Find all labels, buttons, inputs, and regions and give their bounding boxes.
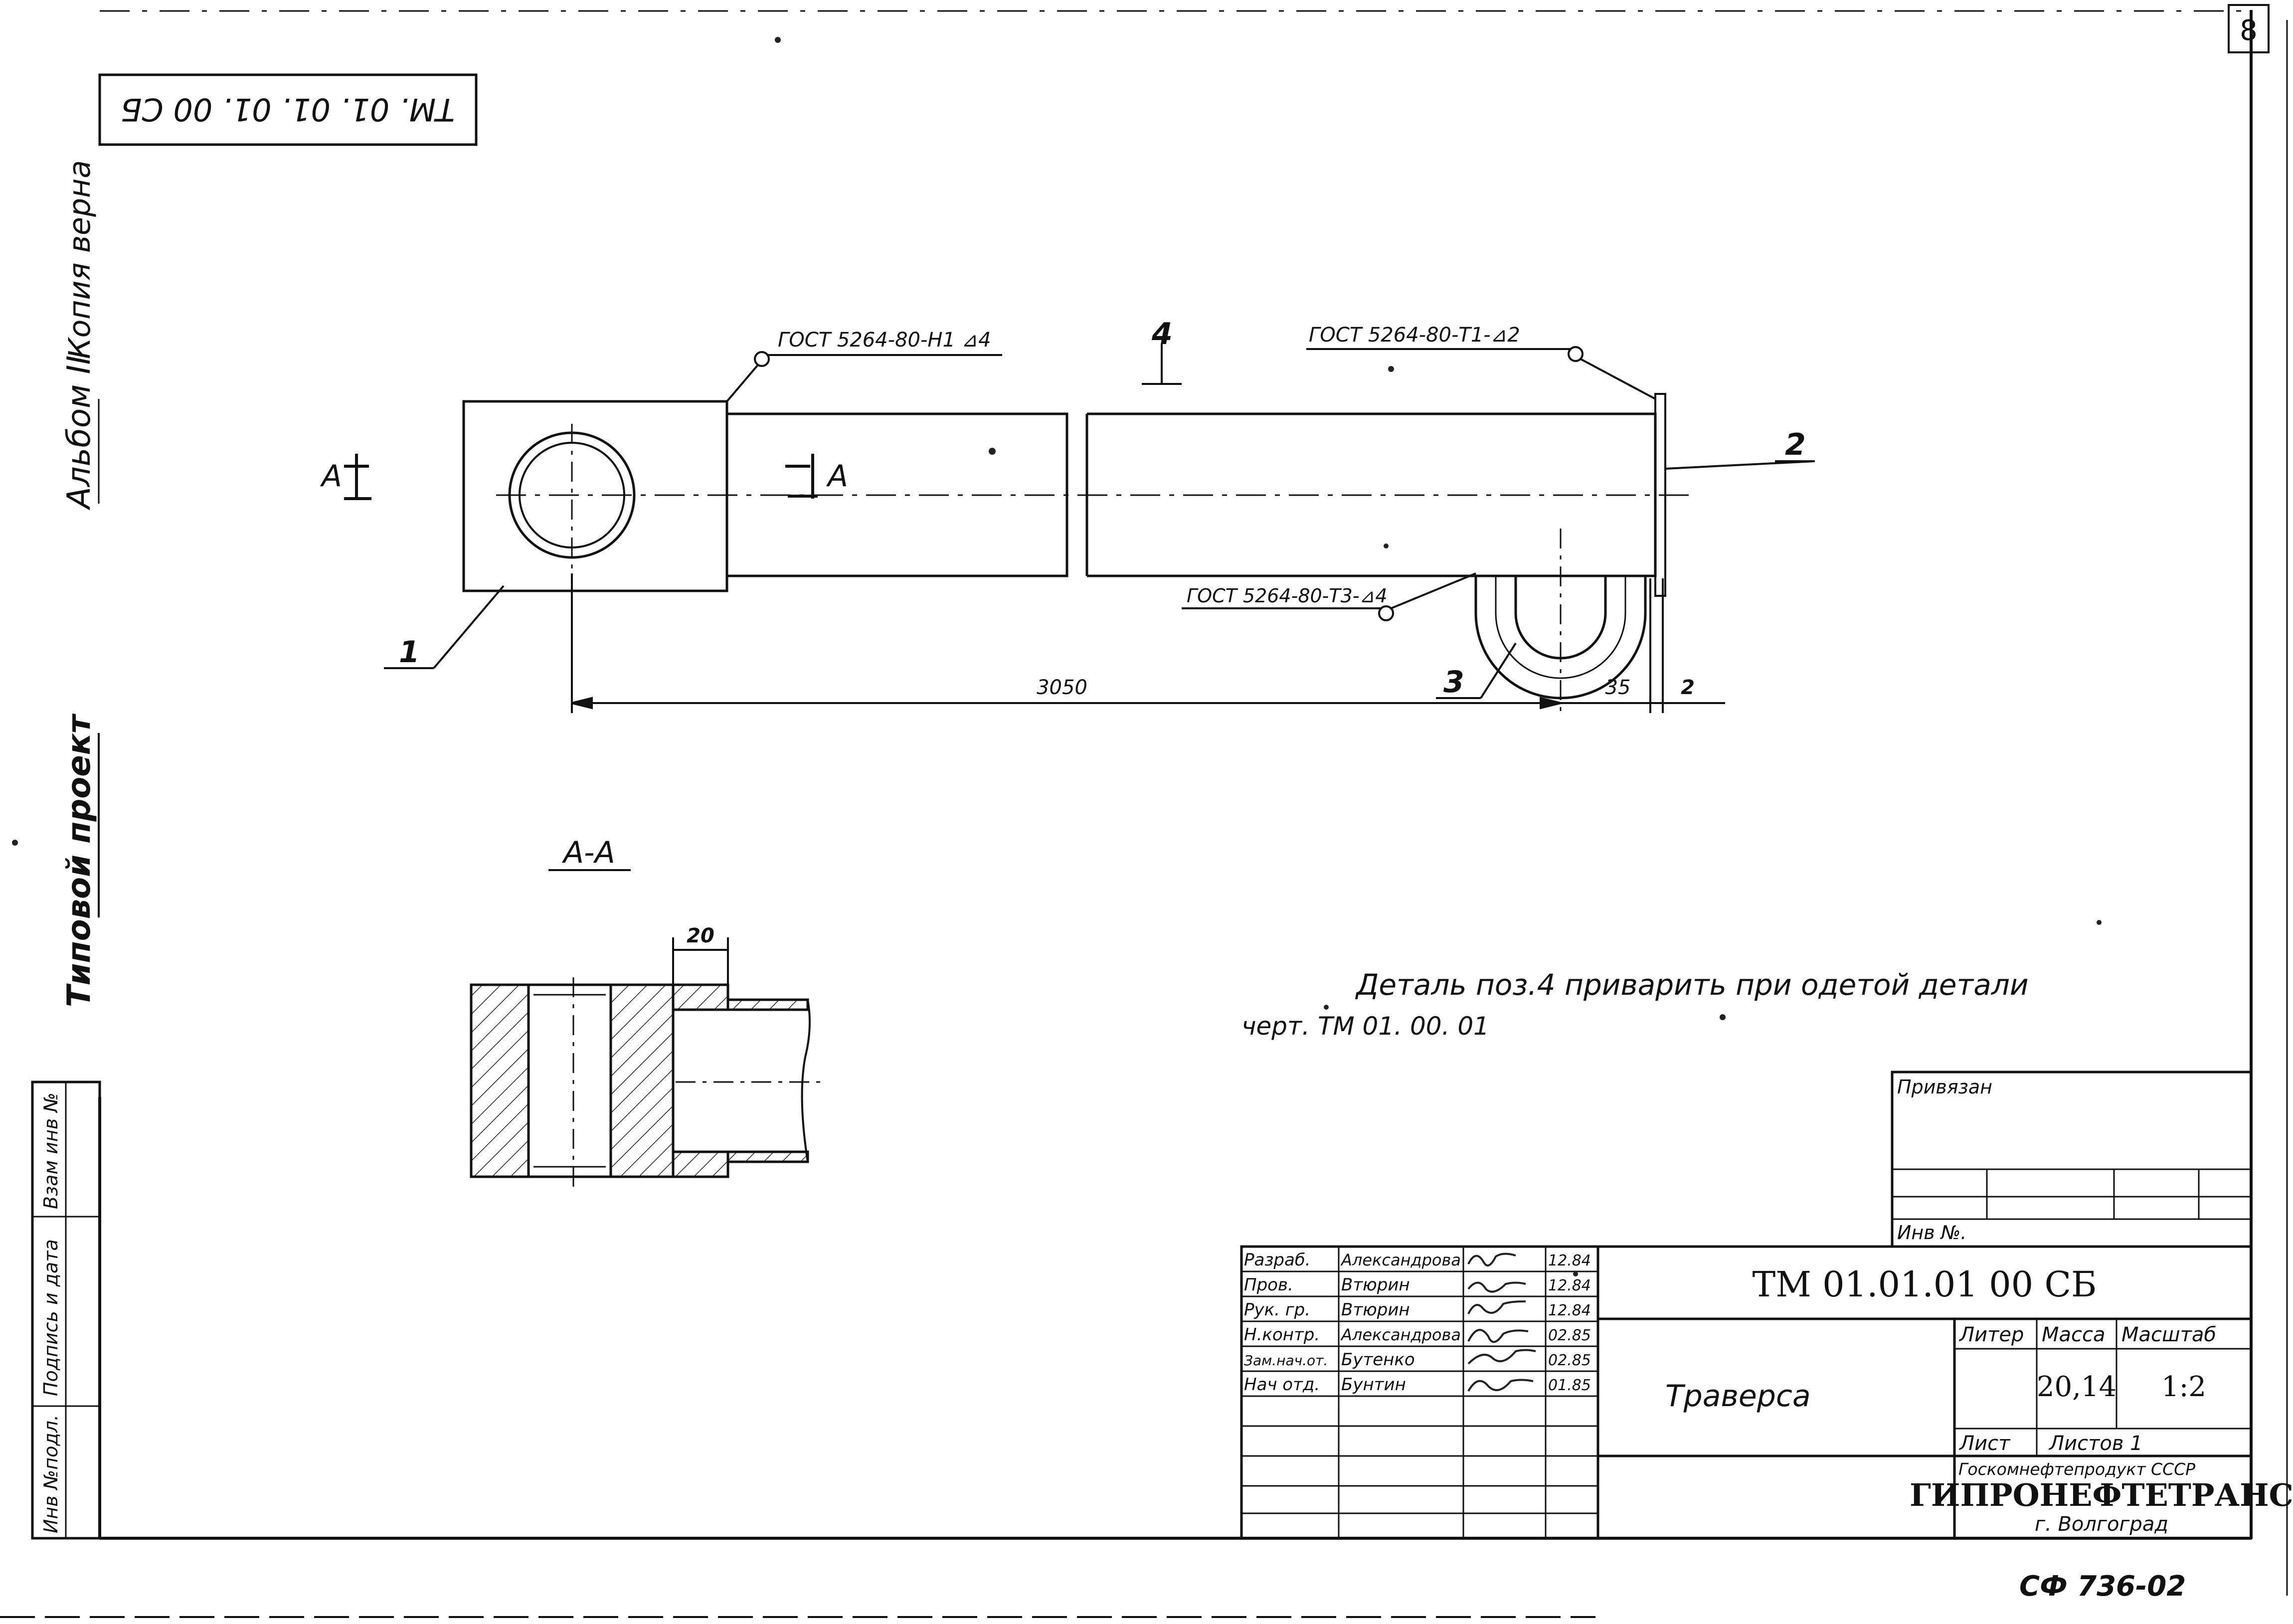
stamp-podpis-data: Подпись и дата — [40, 1239, 62, 1396]
position-4: 4 — [1151, 317, 1173, 352]
row-role: Нач отд. — [1244, 1375, 1320, 1395]
main-view — [462, 393, 1695, 713]
sheet-number-box: 8 — [2228, 4, 2270, 53]
sheet-label: Лист — [1958, 1432, 2011, 1455]
position-2: 2 — [1785, 427, 1806, 462]
doc-code: ТМ 01.01.01 00 СБ — [1753, 1264, 2097, 1305]
row-name: Бутенко — [1341, 1350, 1415, 1370]
mirrored-code-box: ТМ. 01. 01. 01. 00 СБ — [98, 73, 478, 146]
title-block — [1240, 1071, 2253, 1540]
end-plate — [462, 400, 728, 592]
part-name: Траверса — [1665, 1379, 1811, 1414]
row-role: Зам.нач.от. — [1244, 1352, 1328, 1369]
row-date: 02.85 — [1548, 1352, 1591, 1369]
weld-label-2: ГОСТ 5264-80-Т1-⊿2 — [1309, 324, 1520, 347]
sheet-frame — [0, 10, 2288, 1618]
signature-rows: Разраб. Александрова 12.84 Пров. Втюрин … — [1244, 1250, 1591, 1395]
dimension-20: 20 — [687, 924, 714, 947]
side-label-project: Типовой проект — [61, 713, 98, 1007]
position-leaders — [384, 344, 1815, 699]
section-markers — [344, 454, 818, 500]
side-label-album: Альбом II — [61, 356, 98, 511]
sheets-label: Листов 1 — [2048, 1432, 2143, 1455]
note-line-1: Деталь поз.4 приварить при одетой детали — [1355, 968, 2029, 1002]
mass-label: Масса — [2042, 1323, 2106, 1346]
weld-leaders — [726, 346, 1656, 621]
weld-label-1: ГОСТ 5264-80-Н1 ⊿4 — [778, 329, 991, 352]
inv-no-label: Инв №. — [1897, 1222, 1966, 1244]
dimension-2: 2 — [1681, 676, 1695, 699]
dimension-35: 35 — [1605, 676, 1631, 699]
row-role: Н.контр. — [1244, 1325, 1320, 1345]
scale-value: 1:2 — [2161, 1371, 2206, 1403]
dimension-3050: 3050 — [1037, 676, 1087, 699]
signature-scribbles — [1467, 1253, 1536, 1392]
row-name: Бунтин — [1341, 1375, 1406, 1395]
bore-gap — [527, 983, 612, 1178]
liter-label: Литер — [1958, 1323, 2024, 1346]
position-3: 3 — [1443, 665, 1464, 700]
section-dimension — [672, 937, 729, 985]
note-line-2: черт. ТМ 01. 00. 01 — [1241, 1012, 1489, 1041]
row-date: 12.84 — [1548, 1252, 1591, 1269]
sheet-number: 8 — [2240, 14, 2258, 47]
section-a-a — [470, 977, 823, 1187]
row-date: 01.85 — [1548, 1377, 1591, 1394]
row-date: 02.85 — [1548, 1327, 1591, 1344]
mirrored-code: ТМ. 01. 01. 01. 00 СБ — [121, 91, 455, 128]
hatch-right — [609, 983, 675, 1178]
section-title: А-А — [561, 835, 615, 870]
row-name: Александрова — [1340, 1251, 1461, 1269]
side-label: Типовой проект Альбом II Копия верна — [61, 160, 98, 1007]
hatch-left — [470, 983, 530, 1178]
section-letter-right: А — [826, 459, 848, 494]
stamp-vzam-inv: Взам инв № — [40, 1092, 62, 1209]
position-1: 1 — [399, 635, 420, 670]
section-letter-left: А — [320, 459, 342, 494]
row-role: Рук. гр. — [1244, 1300, 1310, 1320]
row-name: Втюрин — [1341, 1275, 1410, 1295]
stamp-inv-podl: Инв №подл. — [40, 1415, 62, 1533]
row-name: Александрова — [1340, 1325, 1461, 1344]
org-line-2: ГИПРОНЕФТЕТРАНС — [1910, 1477, 2293, 1513]
row-role: Пров. — [1244, 1275, 1293, 1295]
weld-label-3: ГОСТ 5264-80-Т3-⊿4 — [1187, 585, 1388, 607]
row-date: 12.84 — [1548, 1302, 1591, 1319]
dimension-lines — [571, 573, 1725, 713]
row-role: Разраб. — [1244, 1250, 1311, 1270]
side-label-copy: Копия верна — [62, 160, 97, 359]
org-line-3: г. Волгоград — [2035, 1513, 2168, 1536]
left-stamp: Взам инв № Подпись и дата Инв №подл. — [31, 1081, 101, 1540]
bottom-code: СФ 736-02 — [2019, 1570, 2186, 1603]
row-name: Втюрин — [1341, 1300, 1410, 1320]
privyazan-label: Привязан — [1897, 1076, 1992, 1098]
scale-label: Масштаб — [2121, 1323, 2216, 1346]
org-line-1: Госкомнефтепродукт СССР — [1958, 1459, 2195, 1479]
scan-specks — [12, 37, 2102, 1276]
mass-value: 20,14 — [2037, 1371, 2117, 1403]
row-date: 12.84 — [1548, 1277, 1591, 1294]
